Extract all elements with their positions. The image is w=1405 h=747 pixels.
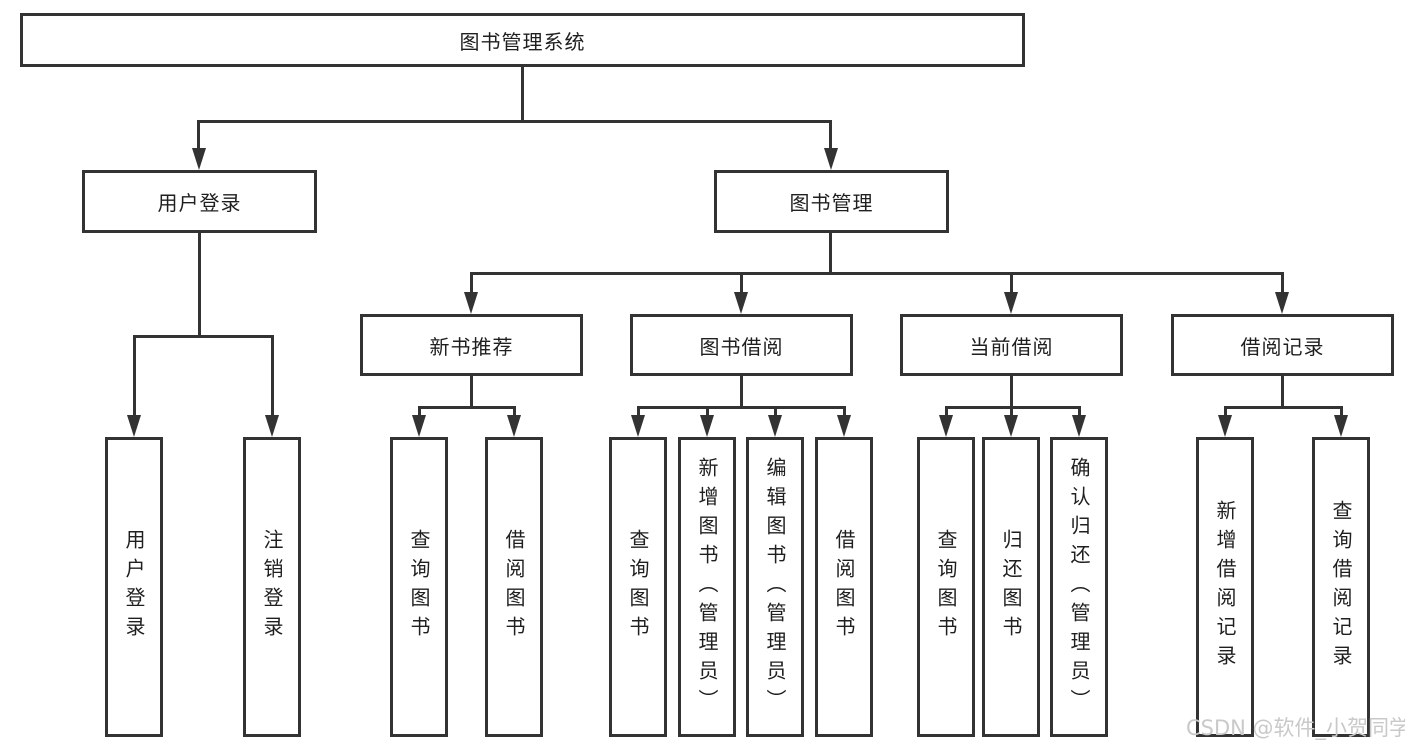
leaf-logout-label: 注销登录 (260, 529, 284, 645)
leaf-query-borrow-record-label: 查询借阅记录 (1329, 500, 1353, 674)
node-book-borrowing-label: 图书借阅 (699, 334, 784, 359)
connector-line (513, 406, 516, 415)
csdn-watermark: CSDN @软件_小贺同学 (1186, 716, 1405, 740)
arrowhead-down-icon (127, 415, 141, 437)
node-book-management-label: 图书管理 (789, 191, 874, 215)
connector-line (1010, 406, 1013, 415)
connector-line (829, 120, 832, 148)
leaf-user-login: 用户登录 (105, 437, 163, 737)
connector-line (740, 272, 743, 292)
leaf-query-borrow-record: 查询借阅记录 (1312, 437, 1370, 737)
node-book-management: 图书管理 (714, 170, 949, 233)
leaf-query-books-borrowing-label: 查询图书 (626, 529, 650, 645)
connector-line (1224, 406, 1227, 415)
connector-line (774, 406, 777, 415)
connector-line (1078, 406, 1081, 415)
connector-line (1340, 406, 1343, 415)
arrowhead-down-icon (1275, 292, 1289, 314)
connector-line (637, 406, 640, 415)
node-current-borrowing: 当前借阅 (900, 314, 1123, 376)
node-root-label: 图书管理系统 (459, 29, 586, 54)
arrowhead-down-icon (192, 148, 206, 170)
connector-line (521, 67, 524, 120)
node-user-login: 用户登录 (82, 170, 317, 233)
connector-line (637, 406, 845, 409)
leaf-confirm-return-admin: 确认归还（管理员） (1050, 437, 1108, 737)
arrowhead-down-icon (265, 415, 279, 437)
leaf-query-books-recommend-label: 查询图书 (407, 529, 431, 645)
leaf-edit-books-admin-label: 编辑图书（管理员） (763, 456, 787, 718)
node-current-borrowing-label: 当前借阅 (969, 334, 1054, 359)
connector-line (470, 272, 473, 292)
arrowhead-down-icon (631, 415, 645, 437)
connector-line (198, 233, 201, 335)
node-borrowing-records-label: 借阅记录 (1240, 334, 1325, 359)
leaf-add-books-admin-label: 新增图书（管理员） (695, 456, 719, 718)
arrowhead-down-icon (1334, 415, 1348, 437)
node-new-book-recommend: 新书推荐 (360, 314, 583, 376)
connector-line (470, 272, 1284, 275)
connector-line (418, 406, 421, 415)
connector-line (1281, 272, 1284, 292)
leaf-add-books-admin: 新增图书（管理员） (678, 437, 736, 737)
connector-line (133, 335, 136, 417)
node-user-login-label: 用户登录 (157, 191, 242, 215)
leaf-add-borrow-record: 新增借阅记录 (1196, 437, 1254, 737)
leaf-borrow-books-recommend-label: 借阅图书 (502, 529, 526, 645)
leaf-return-books: 归还图书 (982, 437, 1040, 737)
leaf-confirm-return-admin-label: 确认归还（管理员） (1067, 456, 1091, 718)
arrowhead-down-icon (734, 292, 748, 314)
connector-line (706, 406, 709, 415)
leaf-logout: 注销登录 (243, 437, 301, 737)
connector-line (197, 120, 832, 123)
arrowhead-down-icon (1004, 292, 1018, 314)
connector-line (945, 406, 948, 415)
connector-line (1281, 376, 1284, 406)
arrowhead-down-icon (1218, 415, 1232, 437)
leaf-query-books-recommend: 查询图书 (390, 437, 448, 737)
connector-line (740, 376, 743, 406)
connector-line (470, 376, 473, 406)
connector-line (843, 406, 846, 415)
connector-line (1010, 272, 1013, 292)
arrowhead-down-icon (1072, 415, 1086, 437)
leaf-add-borrow-record-label: 新增借阅记录 (1213, 500, 1237, 674)
leaf-user-login-label: 用户登录 (122, 529, 146, 645)
node-borrowing-records: 借阅记录 (1171, 314, 1394, 376)
connector-line (197, 120, 200, 148)
leaf-borrow-books-recommend: 借阅图书 (485, 437, 543, 737)
connector-line (1010, 376, 1013, 406)
arrowhead-down-icon (768, 415, 782, 437)
arrowhead-down-icon (939, 415, 953, 437)
arrowhead-down-icon (700, 415, 714, 437)
arrowhead-down-icon (507, 415, 521, 437)
connector-line (418, 406, 515, 409)
leaf-borrow-books-borrowing-label: 借阅图书 (832, 529, 856, 645)
node-root: 图书管理系统 (20, 13, 1025, 67)
arrowhead-down-icon (824, 148, 838, 170)
arrowhead-down-icon (837, 415, 851, 437)
leaf-query-books-current: 查询图书 (917, 437, 975, 737)
connector-line (271, 335, 274, 417)
node-book-borrowing: 图书借阅 (630, 314, 853, 376)
arrowhead-down-icon (464, 292, 478, 314)
node-new-book-recommend-label: 新书推荐 (429, 334, 514, 359)
leaf-query-books-borrowing: 查询图书 (609, 437, 667, 737)
leaf-query-books-current-label: 查询图书 (934, 529, 958, 645)
leaf-edit-books-admin: 编辑图书（管理员） (746, 437, 804, 737)
arrowhead-down-icon (1004, 415, 1018, 437)
connector-line (133, 335, 273, 338)
leaf-borrow-books-borrowing: 借阅图书 (815, 437, 873, 737)
leaf-return-books-label: 归还图书 (999, 529, 1023, 645)
connector-line (829, 233, 832, 272)
arrowhead-down-icon (412, 415, 426, 437)
connector-line (1224, 406, 1342, 409)
